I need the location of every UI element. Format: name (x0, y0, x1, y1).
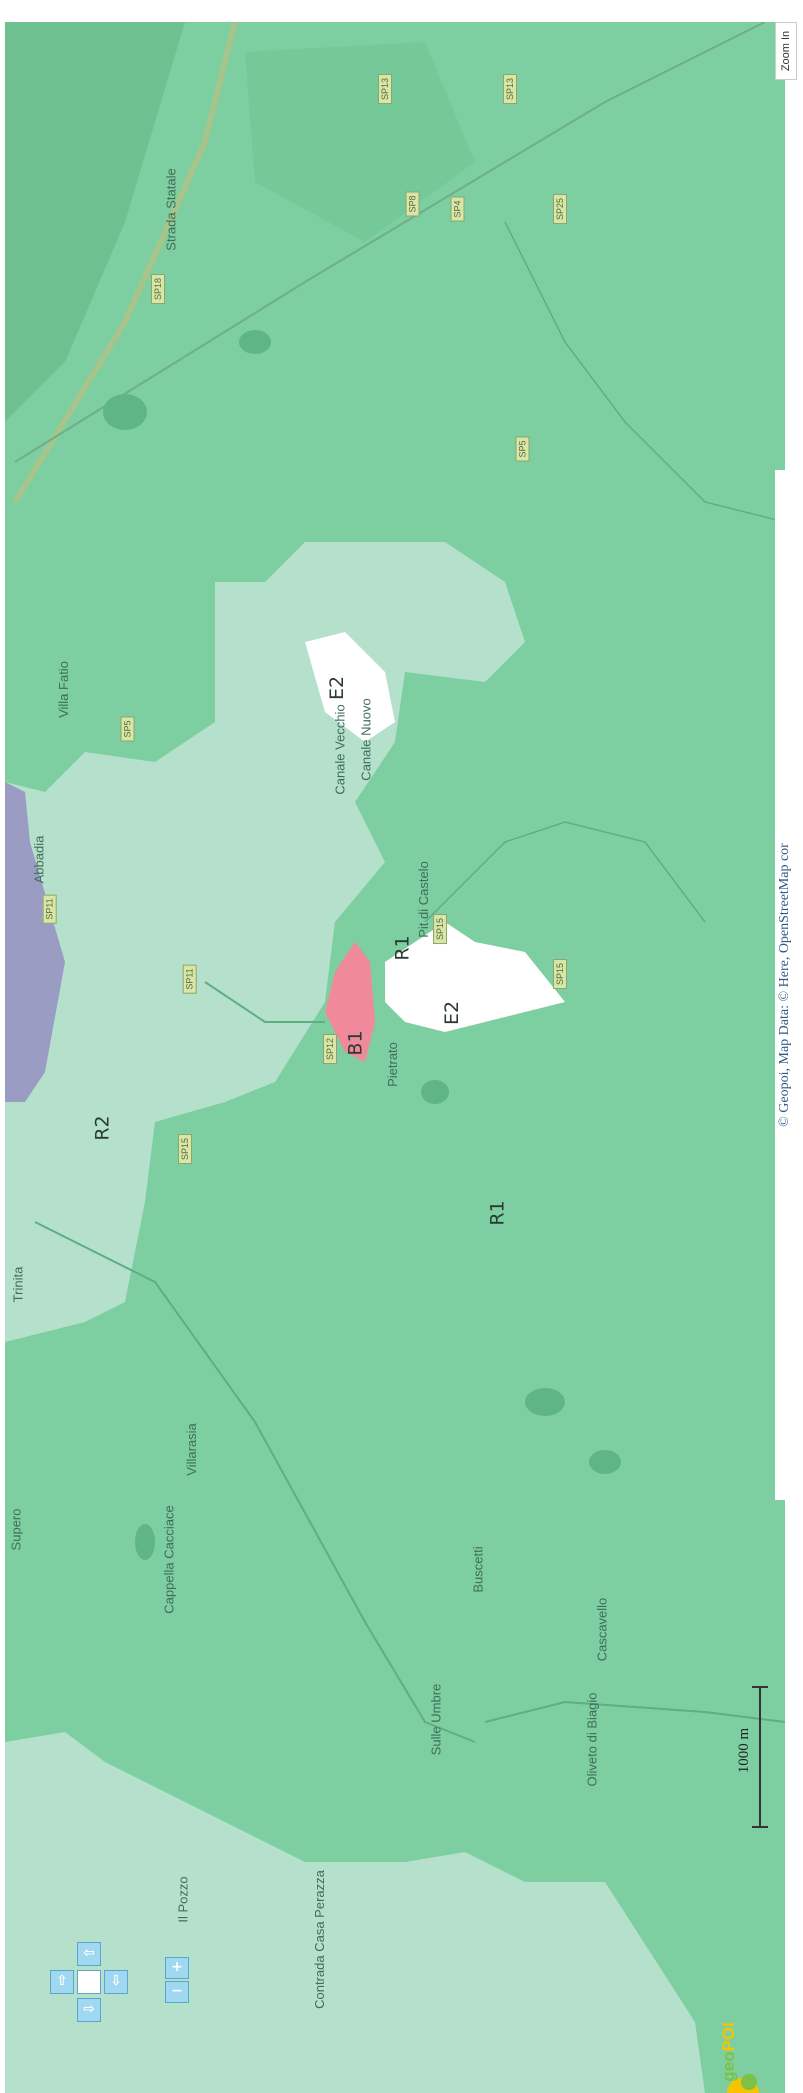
road (484, 1700, 785, 1723)
zone-b1 (325, 942, 375, 1062)
zone-e2-north (305, 632, 395, 742)
rail-line (14, 22, 766, 463)
road-badge: SP11 (42, 894, 57, 924)
forest-blob (525, 1388, 565, 1416)
geopoi-logo-graphic (727, 2074, 759, 2093)
place-supero: Supero (8, 1508, 24, 1551)
road-badge: SP5 (515, 436, 530, 462)
place-road-label: Sulle Umbre (428, 1683, 444, 1756)
road (204, 981, 325, 1023)
place-abbadia: Abbadia (31, 835, 47, 884)
place-cappella-cacciace: Cappella Cacciace (161, 1505, 177, 1614)
forest-blob (135, 1524, 155, 1560)
road (34, 1221, 476, 1743)
road (504, 221, 785, 523)
attribution-text: © Geopoi, Map Data: © Here, OpenStreetMa… (777, 843, 792, 1127)
road-badge: SP13 (378, 73, 393, 105)
zone-label-r1-south: R1 (486, 1200, 509, 1226)
road-badge: SP25 (553, 193, 568, 225)
scale-bar-graphic (752, 1686, 768, 1828)
forest-blob (103, 394, 147, 430)
place-pit-di-castelo: Pit di Castelo (415, 861, 431, 938)
zone-r3 (5, 782, 65, 1102)
place-pietrato: Pietrato (384, 1042, 400, 1087)
pan-center[interactable] (77, 1970, 101, 1994)
map-frame[interactable]: R2 R1 R1 E2 E2 B1 Villa Fatio Abbadia Ca… (5, 22, 785, 2093)
place-villarasia: Villarasia (183, 1423, 199, 1476)
road-badge: SP15 (178, 1133, 193, 1165)
pan-down-icon[interactable]: ⇩ (104, 1970, 128, 1994)
zoom-in-link[interactable]: Zoom In (775, 22, 797, 80)
geopoi-logo-part1: geo (718, 2051, 738, 2082)
forest-blob (239, 330, 271, 354)
road-badge: SP11 (182, 964, 197, 994)
geopoi-logo-text: geoPOI (719, 2022, 739, 2082)
road-badge: SP8 (405, 191, 420, 217)
map-attribution: © Geopoi, Map Data: © Here, OpenStreetMa… (775, 470, 795, 1500)
road-badge: SP4 (450, 196, 465, 222)
zoom-in-label: Zoom In (780, 30, 792, 72)
zoom-out-icon[interactable]: − (165, 1981, 189, 2003)
pan-up-icon[interactable]: ⇧ (50, 1970, 74, 1994)
place-trinita: Trinita (10, 1266, 26, 1303)
road-badge: SP5 (120, 716, 135, 742)
scale-label: 1000 m (736, 1727, 753, 1774)
geopoi-logo: geoPOI (705, 2012, 765, 2093)
place-canale-nuovo: Canale Nuovo (358, 698, 374, 781)
place-oliveto: Oliveto di Biagio (584, 1692, 600, 1787)
zone-label-e2-north: E2 (326, 675, 349, 701)
forest-patch (5, 22, 185, 422)
place-il-pozzo: Il Pozzo (175, 1876, 191, 1923)
road-badge: SP15 (553, 958, 568, 990)
map-navigation: ⇧ ⇦ ⇨ ⇩ (50, 1942, 128, 2022)
road-badge: SP15 (433, 913, 448, 945)
zone-r2 (5, 542, 525, 1342)
main-road (12, 22, 238, 504)
place-contrada: Contrada Casa Perazza (311, 1870, 327, 2009)
map-canvas[interactable] (5, 22, 785, 2093)
zone-label-r1-north: R1 (391, 935, 414, 961)
place-buscetti: Buscetti (470, 1546, 486, 1593)
road (424, 821, 706, 923)
pan-right-icon[interactable]: ⇨ (77, 1998, 101, 2022)
road-badge: SP13 (503, 73, 518, 105)
place-canale-vecchio: Canale Vecchio (332, 704, 348, 795)
zone-label-b1: B1 (344, 1030, 367, 1056)
zoom-in-icon[interactable]: + (165, 1957, 189, 1979)
zoom-controls: + − (165, 1957, 193, 2007)
scale-bar: 1000 m (736, 1682, 770, 1832)
place-villa-fatio: Villa Fatio (55, 661, 71, 718)
geopoi-logo-part2: POI (718, 2022, 738, 2052)
zone-label-r2: R2 (91, 1115, 114, 1141)
pan-left-icon[interactable]: ⇦ (77, 1942, 101, 1966)
forest-blob (589, 1450, 621, 1474)
zone-label-e2-center: E2 (441, 1000, 464, 1026)
road-badge: SP12 (323, 1033, 338, 1065)
zone-e2-center (385, 922, 565, 1032)
road-badge: SP18 (151, 273, 166, 305)
place-strada-statale: Strada Statale (163, 168, 179, 251)
forest-blob (421, 1080, 449, 1104)
place-cascavello: Cascavello (594, 1597, 610, 1662)
